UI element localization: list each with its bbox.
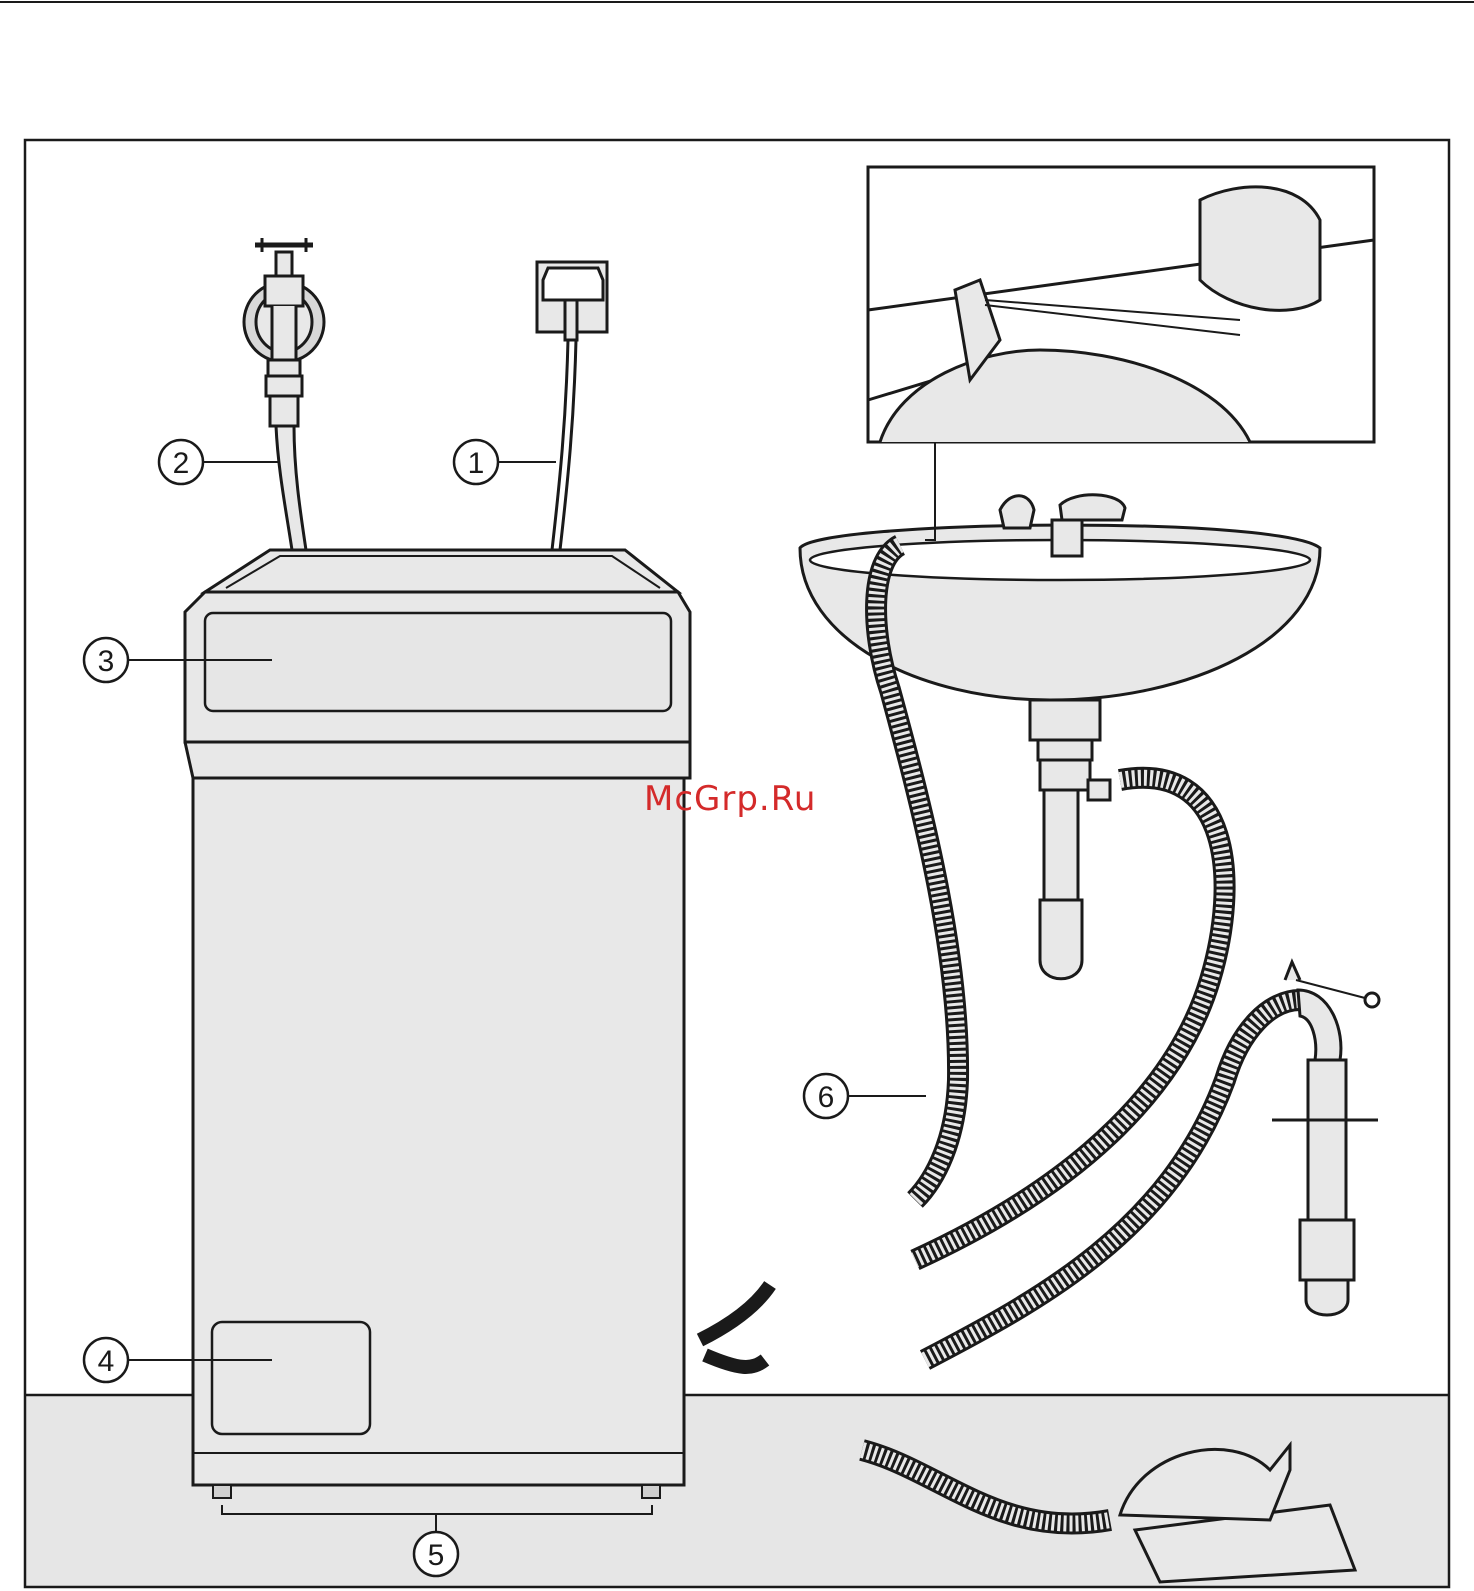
hose-fragment bbox=[700, 1285, 770, 1367]
power-cable bbox=[552, 340, 576, 550]
foot-right bbox=[642, 1485, 660, 1498]
inlet-hose bbox=[276, 426, 306, 550]
control-panel-fascia bbox=[205, 613, 671, 711]
washing-machine bbox=[185, 550, 690, 1498]
callout-2-label: 2 bbox=[173, 447, 190, 480]
water-tap bbox=[244, 238, 324, 426]
callout-2: 2 bbox=[159, 440, 278, 484]
power-socket bbox=[537, 262, 607, 340]
inset-detail bbox=[868, 167, 1374, 540]
watermark: McGrp.Ru bbox=[644, 779, 816, 819]
foot-left bbox=[213, 1485, 231, 1498]
callout-1-label: 1 bbox=[468, 447, 485, 480]
callout-3-label: 3 bbox=[98, 645, 115, 678]
standpipe bbox=[1272, 962, 1379, 1315]
callout-6: 6 bbox=[804, 1074, 926, 1118]
callout-4-label: 4 bbox=[98, 1345, 115, 1378]
callout-6-label: 6 bbox=[818, 1081, 835, 1114]
callout-1: 1 bbox=[454, 440, 556, 484]
service-panel bbox=[212, 1322, 370, 1434]
callout-5-label: 5 bbox=[428, 1539, 445, 1572]
